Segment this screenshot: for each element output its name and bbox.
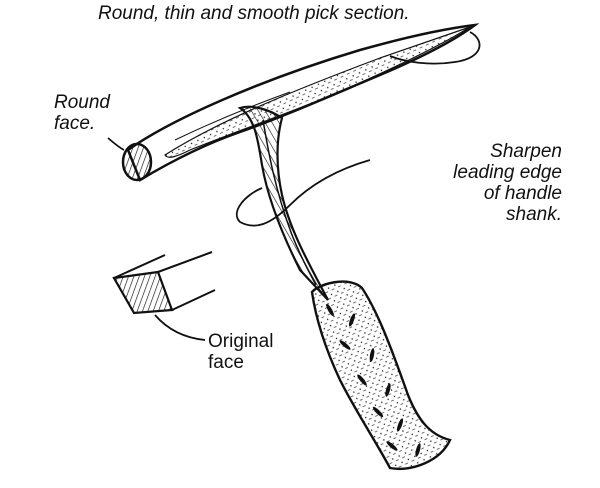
- sharpen-leader: [235, 159, 371, 227]
- round-face-line2: face.: [54, 113, 96, 134]
- original-face-leader: [154, 314, 206, 341]
- pick-section-label: Round, thin and smooth pick section.: [98, 3, 410, 24]
- round-face: [121, 142, 153, 182]
- pick-leader: [389, 31, 481, 65]
- sharpen-line3: of handle: [483, 183, 562, 204]
- original-face-label: Original face: [208, 331, 273, 373]
- original-face-line1: Original: [208, 331, 274, 352]
- hammer-head: [126, 23, 480, 182]
- sharpen-label: Sharpen leading edge of handle shank.: [372, 141, 562, 225]
- sharpen-line4: shank.: [506, 204, 562, 225]
- original-face-block: [112, 251, 216, 315]
- handle-shank: [237, 105, 329, 301]
- leader-lines: [107, 31, 481, 341]
- sharpen-line2: leading edge: [453, 162, 562, 183]
- round-face-leader: [107, 137, 125, 151]
- handle-grip: [310, 280, 452, 471]
- round-face-line1: Round: [54, 92, 110, 113]
- round-face-label: Round face.: [54, 92, 110, 134]
- original-face-line2: face: [208, 352, 244, 373]
- sharpen-line1: Sharpen: [490, 141, 562, 162]
